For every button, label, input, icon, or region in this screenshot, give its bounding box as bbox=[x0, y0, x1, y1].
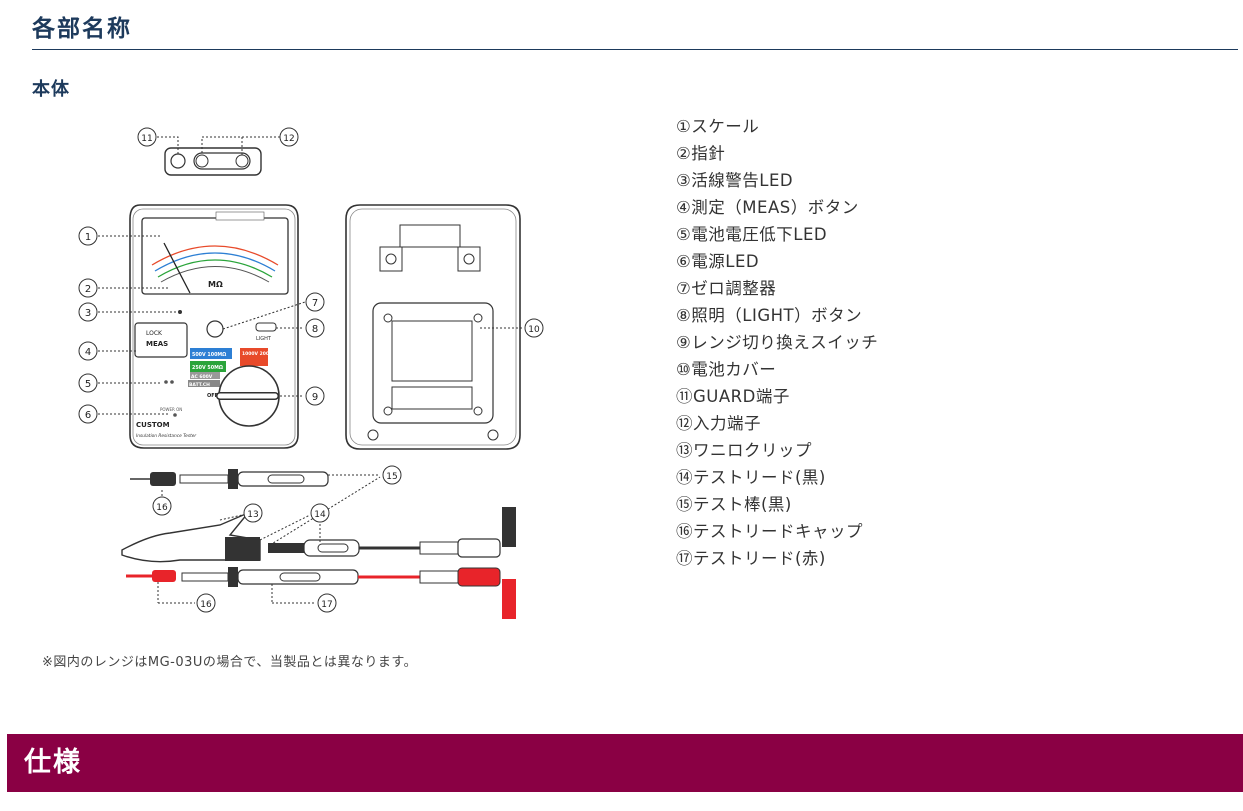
parts-list-item: ⑧照明（LIGHT）ボタン bbox=[676, 306, 863, 325]
svg-text:6: 6 bbox=[85, 410, 91, 421]
parts-list-item: ⑬ワニロクリップ bbox=[676, 441, 812, 460]
range-label-green: 250V 50MΩ bbox=[192, 365, 223, 371]
subsection-title: 本体 bbox=[32, 79, 70, 100]
leader-lines bbox=[98, 235, 522, 604]
callout-14: 14 bbox=[310, 503, 330, 523]
callout-5: 5 bbox=[78, 373, 98, 393]
parts-diagram-svg: MΩ LIGHT LOCK MEAS 500V 100MΩ 250V 50MΩ … bbox=[78, 127, 544, 619]
svg-text:15: 15 bbox=[386, 472, 397, 482]
meas-label: MEAS bbox=[146, 340, 168, 348]
range-note: ※図内のレンジはMG-03Uの場合で、当製品とは異なります。 bbox=[42, 655, 418, 670]
red-test-lead bbox=[126, 567, 516, 619]
svg-text:8: 8 bbox=[312, 324, 318, 335]
svg-text:7: 7 bbox=[312, 298, 318, 309]
parts-list-item: ⑩電池カバー bbox=[676, 360, 777, 379]
svg-text:3: 3 bbox=[85, 308, 91, 319]
parts-list-item: ⑤電池電圧低下LED bbox=[676, 225, 828, 244]
svg-text:16: 16 bbox=[156, 503, 168, 513]
callout-12: 12 bbox=[279, 127, 299, 147]
svg-text:5: 5 bbox=[85, 379, 91, 390]
power-on-label: POWER ON bbox=[160, 407, 182, 412]
off-label: OFF bbox=[207, 393, 218, 399]
parts-list-item: ⑪GUARD端子 bbox=[676, 387, 790, 406]
callout-17: 17 bbox=[317, 593, 337, 613]
svg-text:14: 14 bbox=[314, 510, 326, 520]
range-label-blue: 500V 100MΩ bbox=[192, 352, 226, 358]
parts-diagram: MΩ LIGHT LOCK MEAS 500V 100MΩ 250V 50MΩ … bbox=[70, 115, 570, 625]
callouts: 11 12 1 2 3 4 bbox=[78, 127, 544, 613]
light-label: LIGHT bbox=[256, 336, 272, 342]
parts-list-item: ⑥電源LED bbox=[676, 252, 760, 271]
parts-list-item: ②指針 bbox=[676, 144, 726, 163]
parts-list-item: ⑫入力端子 bbox=[676, 414, 761, 433]
lock-label: LOCK bbox=[146, 330, 163, 337]
callout-16-top: 16 bbox=[152, 496, 172, 516]
callout-6: 6 bbox=[78, 404, 98, 424]
parts-list-item: ⑰テストリード(赤) bbox=[676, 549, 826, 568]
svg-text:4: 4 bbox=[85, 347, 91, 358]
parts-list-item: ⑨レンジ切り換えスイッチ bbox=[676, 333, 879, 352]
zero-adjuster bbox=[206, 320, 224, 338]
brand-label: CUSTOM bbox=[136, 421, 170, 429]
batt-check-label: BATT.CH bbox=[189, 382, 210, 388]
parts-list-item: ⑯テストリードキャップ bbox=[676, 522, 863, 541]
black-probe bbox=[130, 469, 329, 489]
parts-list-item: ③活線警告LED bbox=[676, 171, 794, 190]
parts-list: ①スケール ②指針 ③活線警告LED ④測定（MEAS）ボタン ⑤電池電圧低下L… bbox=[676, 113, 878, 572]
svg-text:10: 10 bbox=[528, 325, 540, 335]
range-label-red: 1000V 2000MΩ bbox=[242, 351, 281, 357]
callout-2: 2 bbox=[78, 278, 98, 298]
device-front: MΩ LIGHT LOCK MEAS 500V 100MΩ 250V 50MΩ … bbox=[129, 204, 299, 449]
svg-text:1: 1 bbox=[85, 232, 91, 243]
light-button-shape bbox=[255, 322, 277, 332]
live-warning-led bbox=[178, 310, 182, 314]
parts-list-item: ⑮テスト棒(黒) bbox=[676, 495, 792, 514]
callout-15: 15 bbox=[382, 465, 402, 485]
model-label: Insulation Resistance Tester bbox=[136, 433, 196, 439]
callout-10: 10 bbox=[524, 318, 544, 338]
parts-list-item: ④測定（MEAS）ボタン bbox=[676, 198, 859, 217]
spec-heading-bar: 仕様 bbox=[7, 734, 1243, 792]
section-title: 各部名称 bbox=[32, 16, 132, 42]
callout-13: 13 bbox=[243, 503, 263, 523]
svg-text:11: 11 bbox=[141, 134, 152, 144]
callout-9: 9 bbox=[305, 386, 325, 406]
power-led bbox=[173, 413, 177, 417]
callout-8: 8 bbox=[305, 318, 325, 338]
svg-text:9: 9 bbox=[312, 392, 318, 403]
svg-text:13: 13 bbox=[247, 510, 258, 520]
meter-unit-label: MΩ bbox=[208, 280, 223, 289]
device-back bbox=[345, 204, 521, 450]
meas-button-shape bbox=[134, 322, 188, 358]
svg-text:2: 2 bbox=[85, 284, 91, 295]
alligator-clip bbox=[121, 512, 261, 563]
spec-title: 仕様 bbox=[24, 747, 82, 778]
svg-text:17: 17 bbox=[321, 600, 332, 610]
callout-4: 4 bbox=[78, 341, 98, 361]
callout-16-bottom: 16 bbox=[196, 593, 216, 613]
parts-list-item: ①スケール bbox=[676, 117, 760, 136]
callout-3: 3 bbox=[78, 302, 98, 322]
battery-low-led bbox=[164, 380, 168, 384]
parts-list-item: ⑦ゼロ調整器 bbox=[676, 279, 777, 298]
terminal-block bbox=[157, 136, 296, 176]
parts-list-item: ⑭テストリード(黒) bbox=[676, 468, 826, 487]
black-test-lead bbox=[268, 507, 516, 558]
callout-7: 7 bbox=[305, 292, 325, 312]
callout-1: 1 bbox=[78, 226, 98, 246]
svg-text:16: 16 bbox=[200, 600, 212, 610]
section-heading: 各部名称 bbox=[32, 14, 1238, 50]
callout-11: 11 bbox=[137, 127, 157, 147]
range-label-ac: AC 600V bbox=[191, 374, 213, 380]
svg-text:12: 12 bbox=[283, 134, 294, 144]
